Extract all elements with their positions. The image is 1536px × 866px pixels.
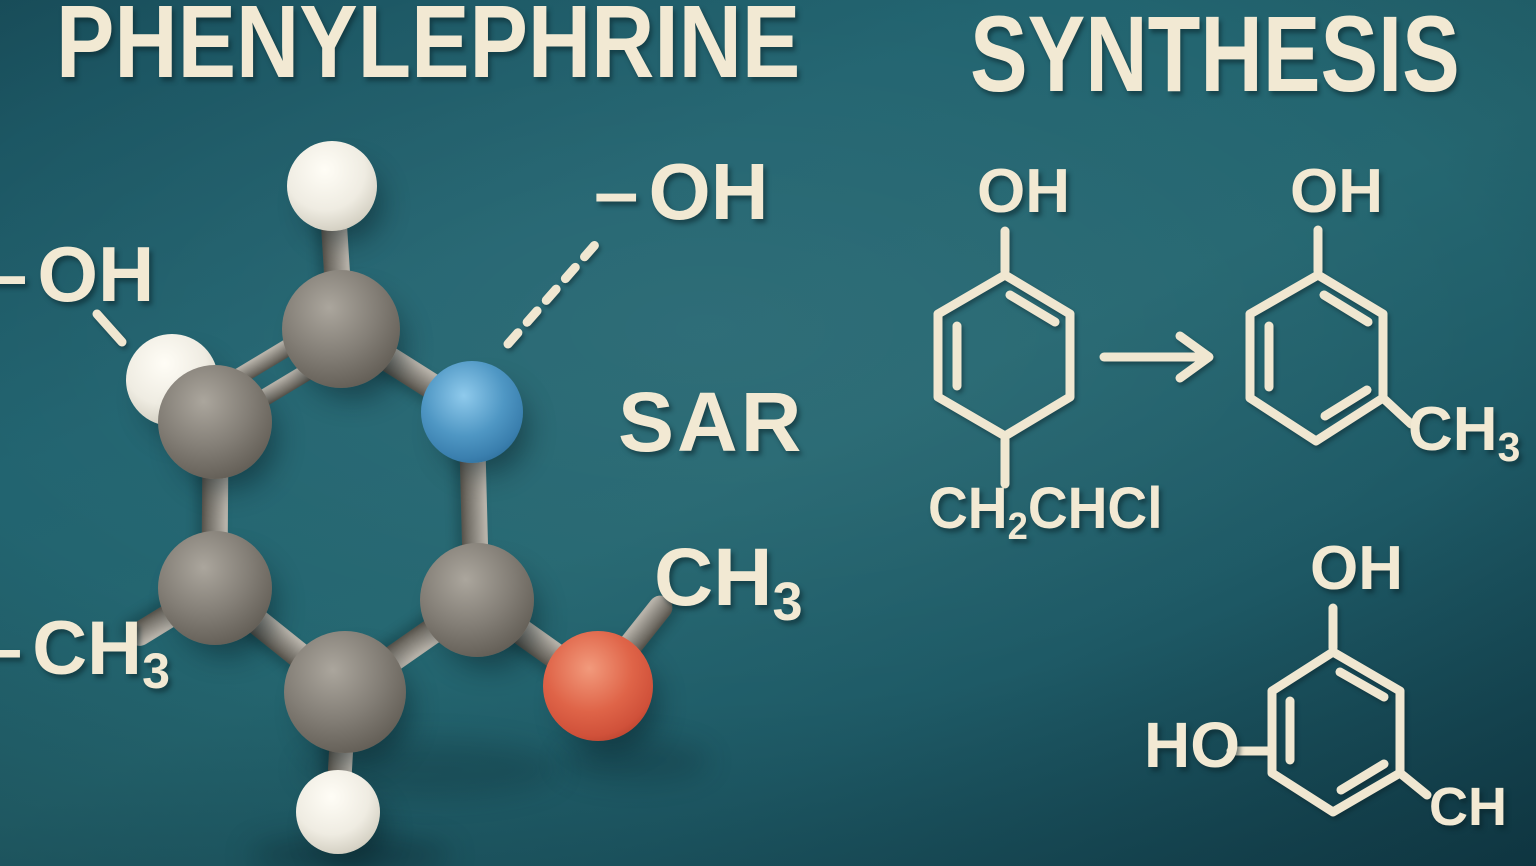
carbon-atom	[158, 365, 272, 479]
dash-glyph: –	[0, 611, 22, 687]
methyl-text: CH	[1408, 395, 1498, 464]
hydroxyl-text: OH	[37, 230, 155, 318]
sar-label: SAR	[618, 375, 805, 469]
oxygen-atom	[543, 631, 653, 741]
subscript: 3	[772, 572, 803, 633]
product-bottom-methyl-label: CH	[1429, 777, 1507, 837]
chain-text: CH	[928, 476, 1008, 541]
hydrogen-atom	[296, 770, 380, 854]
chain-text: CHCl	[1027, 476, 1163, 541]
carbon-atom	[282, 270, 400, 388]
product-top-hydroxyl-label: OH	[1290, 157, 1383, 226]
hydroxyl-label-nitrogen: –OH	[594, 152, 769, 232]
hydroxyl-text: OH	[648, 147, 769, 236]
methoxy-label: CH3	[654, 537, 803, 630]
nitrogen-atom	[421, 361, 523, 463]
precursor-chain-label: CH2CHCl	[928, 480, 1163, 546]
dash-glyph: –	[594, 147, 639, 236]
product-top-methyl-label: CH3	[1408, 399, 1520, 468]
precursor-hydroxyl-label: OH	[977, 157, 1070, 226]
carbon-atom	[420, 543, 534, 657]
hydroxyl-label-left: –OH	[0, 235, 154, 313]
carbon-atom	[158, 531, 272, 645]
subscript: 3	[142, 643, 170, 700]
methyl-text: CH	[32, 606, 143, 691]
product-bottom-hydroxyl-left-label: HO	[1144, 709, 1240, 781]
subscript: 3	[1497, 424, 1521, 471]
carbon-atom	[284, 631, 406, 753]
title-synthesis: SYNTHESIS	[970, 0, 1460, 114]
methyl-text: CH	[654, 532, 773, 623]
dash-glyph: –	[0, 235, 27, 313]
subscript: 2	[1007, 504, 1028, 548]
methyl-label: –CH3	[0, 611, 170, 697]
hydrogen-atom	[287, 141, 377, 231]
ground-shadow	[560, 740, 710, 782]
title-phenylephrine: PHENYLEPHRINE	[56, 0, 801, 99]
product-bottom-hydroxyl-top-label: OH	[1310, 534, 1403, 603]
